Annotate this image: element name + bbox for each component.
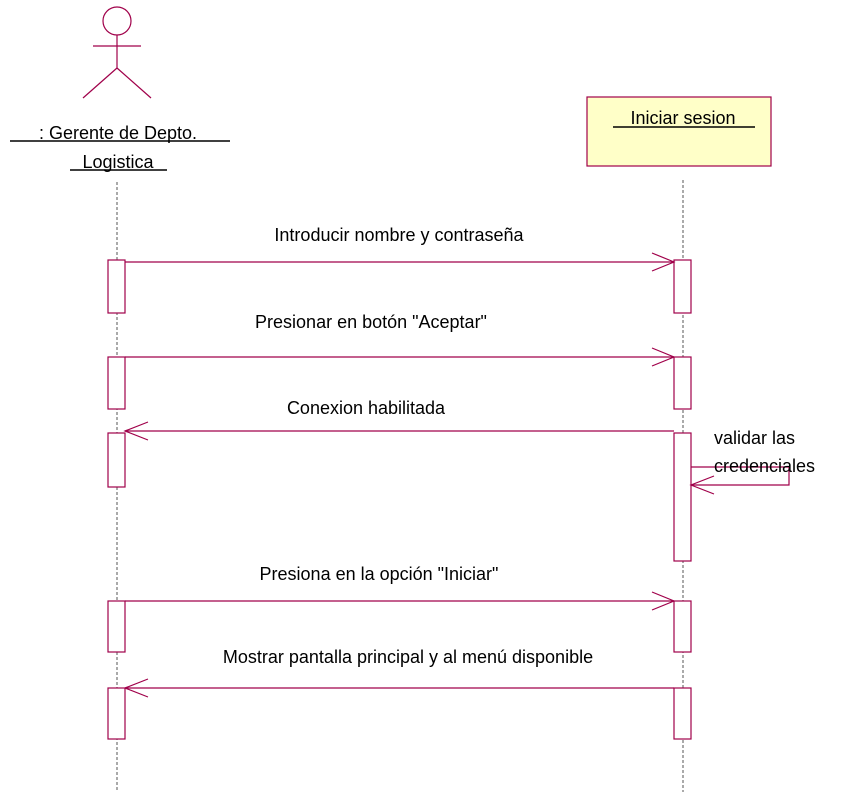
object-name: Iniciar sesion <box>630 108 735 128</box>
actor-icon <box>82 6 152 99</box>
message-label: Mostrar pantalla principal y al menú dis… <box>223 647 593 667</box>
object-activation-bar <box>673 600 692 653</box>
message-arrow <box>125 347 676 367</box>
object-activation-bar <box>673 687 692 740</box>
message-label: Introducir nombre y contraseña <box>274 225 524 245</box>
message-arrow <box>123 421 674 441</box>
actor-activation-bar <box>107 432 126 488</box>
actor-activation-bar <box>107 600 126 653</box>
message-arrow <box>125 591 676 611</box>
actor-activation-bar <box>107 687 126 740</box>
self-message-label-line2: credenciales <box>714 456 815 476</box>
object-activation-bar <box>673 259 692 314</box>
message-label: Presionar en botón "Aceptar" <box>255 312 487 332</box>
self-message-arrow <box>689 466 790 495</box>
message-label: Conexion habilitada <box>287 398 446 418</box>
actor-activation-bar <box>107 356 126 410</box>
object-activation-bar <box>673 432 692 562</box>
message-label: Presiona en la opción "Iniciar" <box>260 564 499 584</box>
self-message-label-line1: validar las <box>714 428 795 448</box>
object-activation-bar <box>673 356 692 410</box>
actor-name-line2: Logistica <box>82 152 154 172</box>
message-arrow <box>123 678 674 698</box>
actor-name-line1: : Gerente de Depto. <box>39 123 197 143</box>
object-box: Iniciar sesion <box>586 96 772 167</box>
actor-activation-bar <box>107 259 126 314</box>
message-arrow <box>125 252 676 272</box>
